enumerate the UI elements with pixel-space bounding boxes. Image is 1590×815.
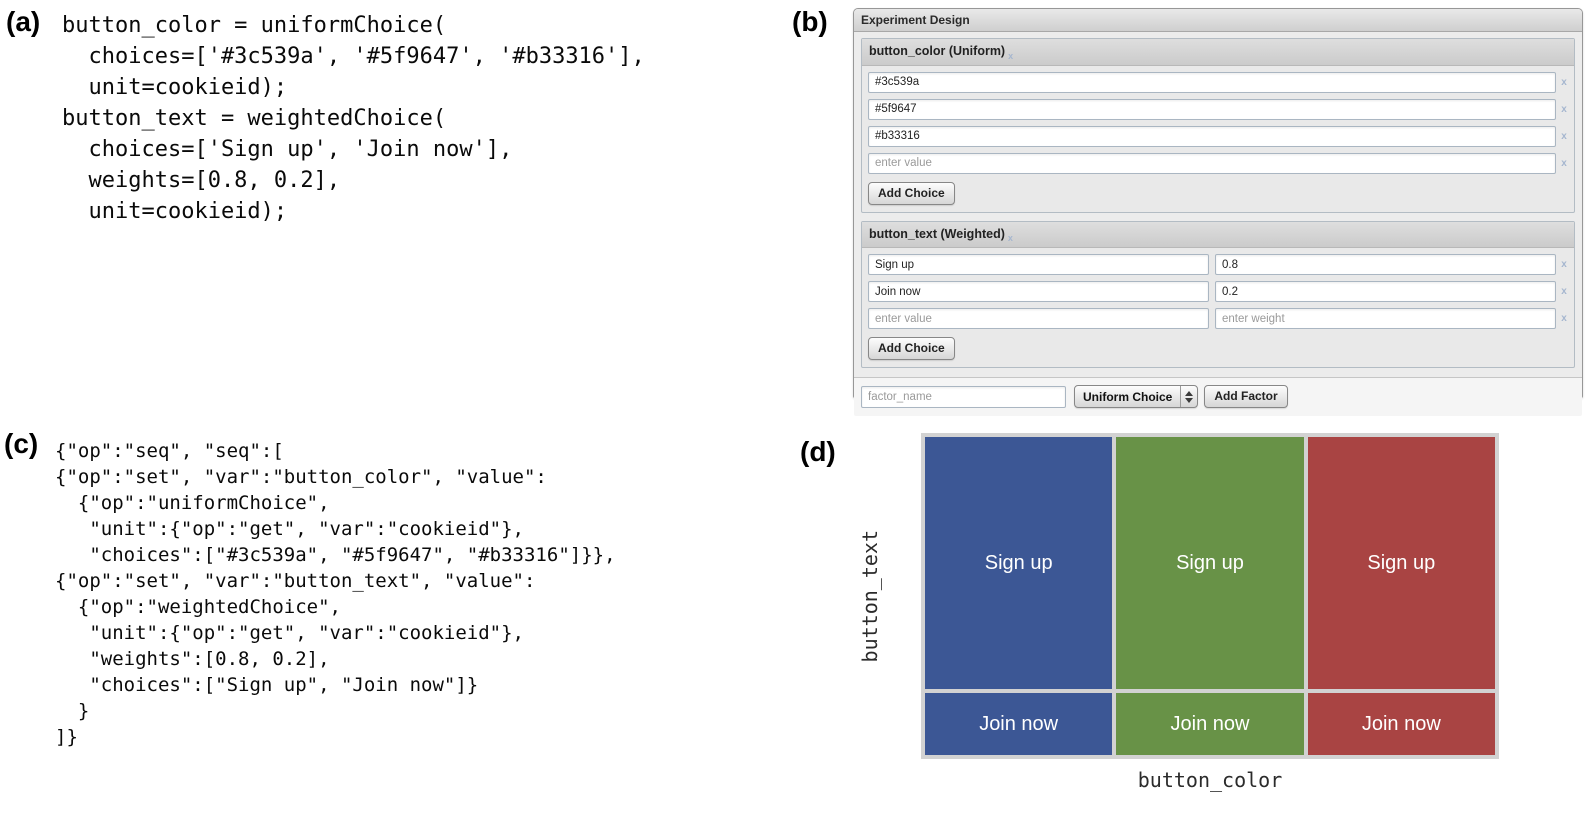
remove-choice-icon[interactable]: x [1561,76,1567,88]
choice-value-input[interactable] [868,98,1556,120]
y-axis-label: button_text [858,529,882,663]
add-choice-button[interactable]: Add Choice [868,337,955,360]
factor-panel-button-color: button_color (Uniform)x x x x [861,38,1575,213]
code-line: {"op":"uniformChoice", [55,492,330,514]
choice-weight-input[interactable] [1215,281,1556,302]
design-cell-green-signup: Sign up [1116,437,1304,689]
code-line: {"op":"set", "var":"button_text", "value… [55,570,536,592]
planout-source-code: button_color = uniformChoice( choices=['… [62,10,645,227]
factorial-design-grid: Sign up Sign up Sign up Join now Join no… [921,433,1499,759]
experiment-design-window: Experiment Design button_color (Uniform)… [853,8,1583,416]
code-line: {"op":"seq", "seq":[ [55,440,284,462]
factor-type-selected-value: Uniform Choice [1083,389,1173,404]
panel-c-label: (c) [4,428,39,459]
design-cell-green-joinnow: Join now [1116,693,1304,755]
panel-a-label: (a) [6,6,41,37]
cell-label: Join now [1170,712,1250,735]
choice-row: x [868,98,1570,120]
code-line: ]} [55,726,78,748]
panel-b-label: (b) [792,6,828,37]
add-choice-button[interactable]: Add Choice [868,181,955,205]
new-choice-value-input[interactable] [868,152,1556,174]
cell-label: Sign up [1176,551,1244,574]
x-axis-label: button_color [1137,768,1283,792]
remove-factor-icon[interactable]: x [1007,233,1013,243]
choice-row: x [868,71,1570,93]
window-title: Experiment Design [854,9,1582,32]
code-line: button_text = weightedChoice( [62,106,447,131]
choice-row: x [868,254,1570,275]
code-line: {"op":"weightedChoice", [55,596,341,618]
remove-choice-icon[interactable]: x [1561,313,1567,324]
remove-choice-icon[interactable]: x [1561,157,1567,169]
choice-value-input[interactable] [868,71,1556,93]
design-cell-red-joinnow: Join now [1307,693,1495,755]
code-line: choices=['Sign up', 'Join now'], [62,137,513,162]
remove-factor-icon[interactable]: x [1008,50,1014,61]
factor-type-select[interactable]: Uniform Choice [1074,385,1199,408]
add-factor-button[interactable]: Add Factor [1204,385,1288,408]
design-cell-red-signup: Sign up [1307,437,1495,689]
remove-choice-icon[interactable]: x [1561,259,1567,270]
new-choice-weight-input[interactable] [1215,308,1556,329]
y-axis-label-wrapper: button_text [852,433,888,759]
remove-choice-icon[interactable]: x [1561,286,1567,297]
cell-label: Join now [979,712,1059,735]
choice-row-new: x [868,152,1570,174]
choice-value-input[interactable] [868,254,1209,275]
factor-name-input[interactable] [861,385,1066,408]
code-line: } [55,700,90,722]
factor-panel-button-text: button_text (Weighted)x x x [861,220,1575,368]
code-line: "choices":["Sign up", "Join now"]} [55,674,479,696]
panel-d-label: (d) [800,436,836,467]
code-line: "choices":["#3c539a", "#5f9647", "#b3331… [55,544,616,566]
add-factor-bar: Uniform Choice Add Factor [854,377,1582,416]
factor-title: button_text (Weighted) [869,226,1005,241]
code-line: "unit":{"op":"get", "var":"cookieid"}, [55,518,524,540]
remove-choice-icon[interactable]: x [1561,103,1567,115]
choice-value-input[interactable] [868,281,1209,302]
choice-row: x [868,281,1570,302]
choice-row-new: x [868,308,1570,329]
factor-title: button_color (Uniform) [869,44,1006,58]
remove-choice-icon[interactable]: x [1561,130,1567,142]
serialized-json-code: {"op":"seq", "seq":[ {"op":"set", "var":… [55,438,616,750]
design-cell-blue-signup: Sign up [925,437,1113,689]
select-stepper-icon [1180,386,1197,407]
code-line: unit=cookieid); [62,75,288,100]
code-line: unit=cookieid); [62,199,288,224]
code-line: choices=['#3c539a', '#5f9647', '#b33316'… [62,44,645,69]
code-line: button_color = uniformChoice( [62,13,447,38]
new-choice-value-input[interactable] [868,308,1209,329]
design-cell-blue-joinnow: Join now [925,693,1113,755]
code-line: "weights":[0.8, 0.2], [55,648,330,670]
cell-label: Sign up [984,551,1053,574]
code-line: {"op":"set", "var":"button_color", "valu… [55,466,547,488]
code-line: weights=[0.8, 0.2], [62,168,341,193]
choice-value-input[interactable] [868,125,1556,147]
cell-label: Sign up [1367,551,1436,574]
code-line: "unit":{"op":"get", "var":"cookieid"}, [55,622,524,644]
cell-label: Join now [1361,712,1441,735]
choice-row: x [868,125,1570,147]
choice-weight-input[interactable] [1215,254,1556,275]
